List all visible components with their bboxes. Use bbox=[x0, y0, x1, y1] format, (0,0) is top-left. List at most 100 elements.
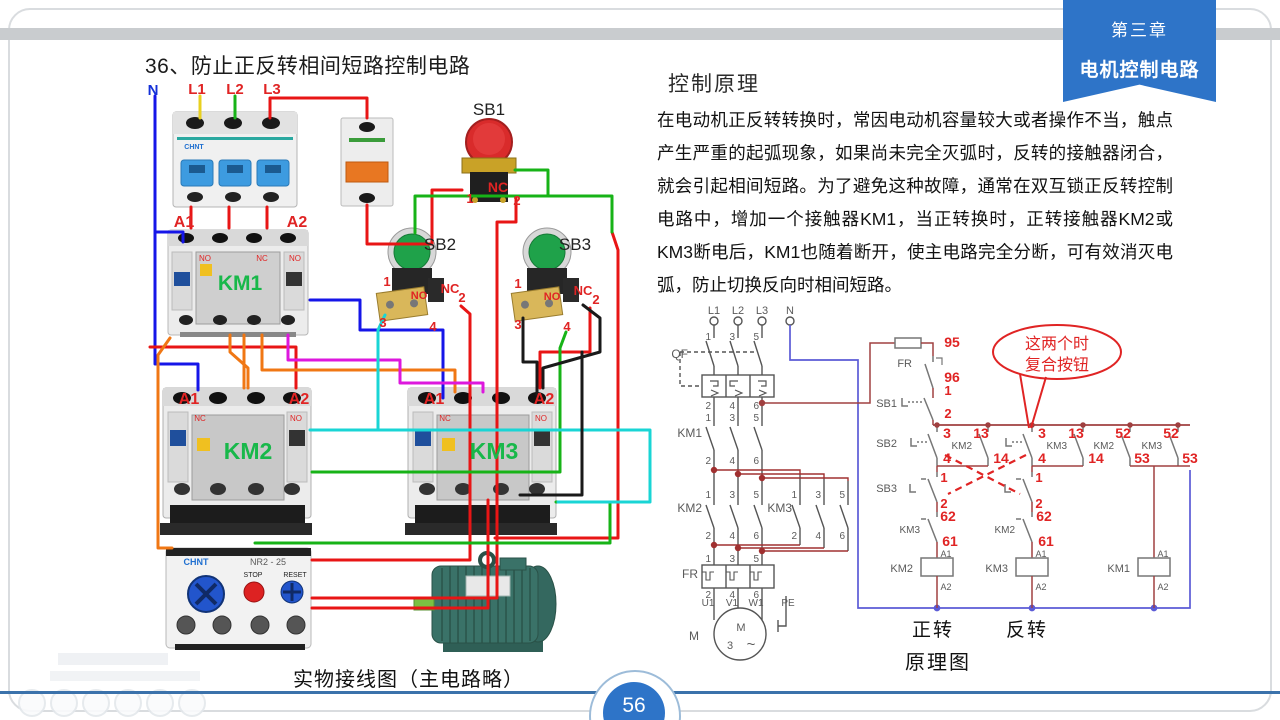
svg-label: KM3 bbox=[470, 438, 519, 464]
svg-label: 2 bbox=[705, 590, 711, 601]
svg-label: A1 bbox=[1035, 549, 1046, 559]
svg-label: 1 bbox=[383, 274, 390, 289]
svg-label: NC bbox=[439, 414, 451, 423]
svg-label: 5 bbox=[753, 413, 759, 424]
schematic-main-circuit bbox=[679, 316, 849, 661]
svg-label: 3 bbox=[729, 554, 735, 565]
start-button-sb3 bbox=[510, 227, 579, 322]
svg-label: 5 bbox=[753, 332, 759, 343]
svg-label: KM2 bbox=[677, 501, 702, 515]
svg-label: 复合按钮 bbox=[1025, 356, 1089, 374]
svg-label: KM2 bbox=[1093, 441, 1114, 452]
svg-label: PE bbox=[781, 598, 795, 609]
svg-label: 6 bbox=[753, 531, 759, 542]
svg-label: 这两个时 bbox=[1025, 335, 1089, 353]
svg-label: SB1 bbox=[876, 398, 897, 410]
svg-label: KM3 bbox=[767, 501, 792, 515]
svg-label: 62 bbox=[1036, 508, 1052, 524]
svg-label: KM3 bbox=[1046, 441, 1067, 452]
svg-label: 6 bbox=[753, 456, 759, 467]
svg-label: 1 bbox=[944, 383, 951, 398]
svg-label: A2 bbox=[534, 391, 555, 408]
svg-label: 61 bbox=[1038, 533, 1054, 549]
svg-label: 53 bbox=[1134, 450, 1150, 466]
contactor-km3 bbox=[405, 387, 557, 535]
watermark-text-ghost bbox=[58, 653, 168, 665]
svg-label: 62 bbox=[940, 508, 956, 524]
watermark-text-ghost bbox=[50, 671, 200, 681]
svg-label: 4 bbox=[1038, 450, 1046, 466]
svg-label: M bbox=[736, 622, 745, 634]
svg-label: 3 bbox=[729, 413, 735, 424]
svg-label: 1 bbox=[705, 413, 711, 424]
svg-label: STOP bbox=[244, 572, 263, 579]
svg-label: RESET bbox=[283, 572, 307, 579]
svg-label: 4 bbox=[729, 456, 735, 467]
svg-label: 4 bbox=[729, 531, 735, 542]
svg-label: NO bbox=[535, 414, 547, 423]
svg-label: 2 bbox=[791, 531, 797, 542]
schematic-reverse-links bbox=[710, 466, 849, 555]
svg-label: 52 bbox=[1115, 425, 1131, 441]
svg-label: 1 bbox=[940, 470, 947, 485]
svg-label: 95 bbox=[944, 334, 960, 350]
svg-label: KM3 bbox=[1141, 441, 1162, 452]
stop-button-sb1 bbox=[461, 118, 517, 203]
principle-body: 在电动机正反转转换时，常因电动机容量较大或者操作不当，触点产生严重的起弧现象，如… bbox=[657, 110, 1173, 295]
svg-label: L1 bbox=[188, 81, 206, 98]
top-gray-band bbox=[0, 28, 1280, 40]
svg-label: W1 bbox=[749, 598, 764, 609]
svg-label: 61 bbox=[942, 533, 958, 549]
svg-label: NC bbox=[574, 283, 593, 298]
svg-label: 2 bbox=[705, 401, 711, 412]
circuit-breaker-3pole bbox=[172, 111, 298, 208]
svg-label: NO bbox=[289, 254, 301, 263]
svg-label: 2 bbox=[458, 290, 465, 305]
svg-label: CHNT bbox=[184, 144, 204, 151]
svg-label: 2 bbox=[592, 292, 599, 307]
svg-label: 5 bbox=[839, 490, 845, 501]
svg-label: KM1 bbox=[677, 426, 702, 440]
svg-label: 5 bbox=[753, 490, 759, 501]
svg-label: 1 bbox=[466, 191, 473, 206]
contactor-km1 bbox=[167, 229, 309, 337]
svg-label: 4 bbox=[729, 401, 735, 412]
reverse-caption: 反转 bbox=[1006, 620, 1049, 641]
chapter-title: 电机控制电路 bbox=[1079, 60, 1200, 81]
svg-label: KM1 bbox=[1107, 563, 1130, 575]
svg-label: KM1 bbox=[218, 272, 263, 295]
watermark bbox=[10, 645, 260, 717]
svg-label: NO bbox=[411, 290, 428, 302]
svg-label: SB2 bbox=[424, 235, 456, 254]
svg-label: 14 bbox=[1088, 450, 1104, 466]
schematic-caption: 原理图 bbox=[905, 652, 971, 674]
svg-label: 4 bbox=[943, 450, 951, 466]
svg-label: A1 bbox=[1157, 549, 1168, 559]
svg-label: KM3 bbox=[985, 563, 1008, 575]
svg-label: CHNT bbox=[184, 557, 209, 567]
svg-label: A1 bbox=[424, 391, 445, 408]
svg-label: KM3 bbox=[899, 525, 920, 536]
svg-label: U1 bbox=[702, 598, 715, 609]
svg-label: 2 bbox=[705, 456, 711, 467]
svg-label: 6 bbox=[753, 590, 759, 601]
chapter-number: 第三章 bbox=[1111, 21, 1168, 40]
svg-label: 1 bbox=[791, 490, 797, 501]
svg-label: 6 bbox=[839, 531, 845, 542]
svg-label: N bbox=[786, 305, 794, 317]
callout-balloon bbox=[992, 324, 1122, 429]
svg-label: 13 bbox=[1068, 425, 1084, 441]
svg-label: 3 bbox=[815, 490, 821, 501]
svg-label: KM2 bbox=[951, 441, 972, 452]
svg-label: L3 bbox=[756, 305, 768, 317]
svg-label: 4 bbox=[429, 319, 437, 334]
svg-label: NO bbox=[544, 291, 561, 303]
svg-label: ~ bbox=[747, 636, 756, 653]
svg-label: L2 bbox=[732, 305, 744, 317]
wiring-harness bbox=[148, 94, 652, 610]
svg-label: SB3 bbox=[559, 235, 591, 254]
motor-photo bbox=[413, 551, 557, 652]
svg-label: 14 bbox=[993, 450, 1009, 466]
svg-label: NC bbox=[441, 281, 460, 296]
